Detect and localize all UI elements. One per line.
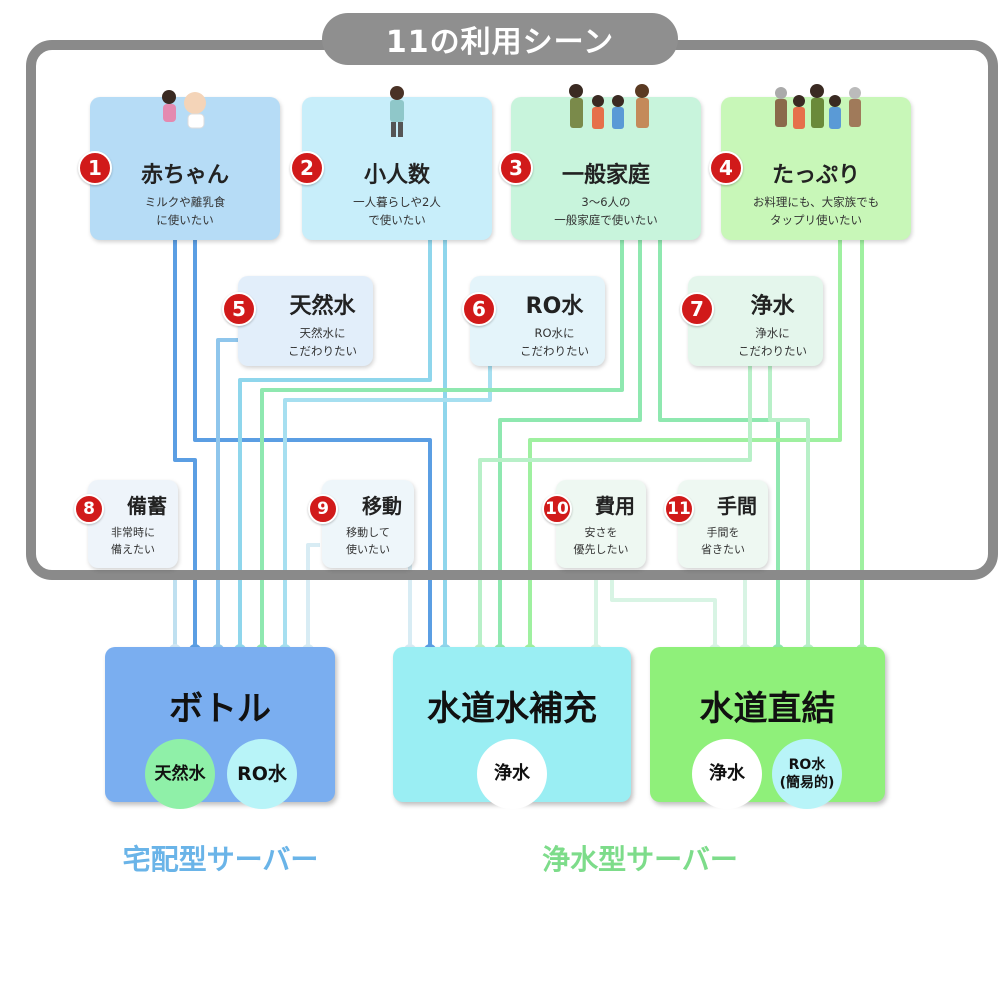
scene-card-family[interactable]: 3 一般家庭 3〜6人の一般家庭で使いたい <box>499 84 701 240</box>
scene-description: RO水にこだわりたい <box>520 326 589 358</box>
server-name: ボトル <box>169 689 271 729</box>
scene-description: ミルクや離乳食に使いたい <box>144 195 226 227</box>
scene-title: RO水 <box>525 294 584 319</box>
purifier-server-label: 浄水型サーバー <box>542 843 738 876</box>
scene-number-badge: 1 <box>78 151 112 185</box>
scene-title: 費用 <box>595 494 635 518</box>
ro-water-simple-badge: RO水 (簡易的) <box>772 739 842 809</box>
scene-number-badge: 11 <box>664 494 694 524</box>
natural-water-badge: 天然水 <box>145 739 215 809</box>
scene-title: 赤ちゃん <box>140 163 229 188</box>
scene-description: 移動して使いたい <box>346 526 390 556</box>
scene-title: たっぷり <box>771 163 860 188</box>
scene-number-badge: 7 <box>680 292 714 326</box>
family-illustration-icon <box>569 84 649 129</box>
scene-title: 手間 <box>717 494 757 518</box>
scene-card-cost[interactable]: 10 費用 安さを優先したい <box>542 480 646 568</box>
scene-title: 小人数 <box>363 163 430 188</box>
scene-description: 安さを優先したい <box>573 526 629 556</box>
scene-number-badge: 2 <box>290 151 324 185</box>
delivery-server-label: 宅配型サーバー <box>122 843 319 876</box>
scene-number-badge: 9 <box>308 494 338 524</box>
scene-number-badge: 5 <box>222 292 256 326</box>
scene-card-purified-water[interactable]: 7 浄水 浄水にこだわりたい <box>680 276 823 366</box>
scene-number-badge: 8 <box>74 494 104 524</box>
scene-description: 浄水にこだわりたい <box>738 326 807 358</box>
scene-title: 移動 <box>362 494 402 518</box>
purified-water-badge: 浄水 <box>477 739 547 809</box>
mother-baby-illustration-icon <box>162 90 206 129</box>
large-family-illustration-icon <box>775 84 861 129</box>
scene-card-natural-water[interactable]: 5 天然水 天然水にこだわりたい <box>222 276 373 366</box>
scene-title: 天然水 <box>289 294 356 319</box>
ro-water-badge: RO水 <box>227 739 297 809</box>
page-title: 11の利用シーン <box>322 13 678 65</box>
scene-description: 手間を省きたい <box>701 526 745 556</box>
scene-card-effort[interactable]: 11 手間 手間を省きたい <box>664 480 768 568</box>
scene-card-portable[interactable]: 9 移動 移動して使いたい <box>308 480 414 568</box>
scene-card-ro-water[interactable]: 6 RO水 RO水にこだわりたい <box>462 276 605 366</box>
scene-card-stockpile[interactable]: 8 備蓄 非常時に備えたい <box>74 480 178 568</box>
scene-description: お料理にも、大家族でもタップリ使いたい <box>752 195 880 227</box>
purified-water-badge: 浄水 <box>692 739 762 809</box>
scene-card-plenty[interactable]: 4 たっぷり お料理にも、大家族でもタップリ使いたい <box>709 84 911 240</box>
direct-connect-server[interactable]: 水道直結 浄水 RO水 (簡易的) <box>650 647 885 809</box>
scene-title: 一般家庭 <box>561 163 650 188</box>
bottle-server[interactable]: ボトル 天然水 RO水 <box>105 647 335 809</box>
scene-card-baby[interactable]: 1 赤ちゃん ミルクや離乳食に使いたい <box>78 90 280 240</box>
scene-number-badge: 10 <box>542 494 572 524</box>
scene-description: 一人暮らしや2人で使いたい <box>353 195 441 227</box>
person-illustration-icon <box>390 86 404 137</box>
scene-number-badge: 6 <box>462 292 496 326</box>
scene-description: 3〜6人の一般家庭で使いたい <box>554 195 658 227</box>
server-name: 水道直結 <box>699 689 836 729</box>
scene-description: 非常時に備えたい <box>111 526 155 556</box>
scene-card-few-people[interactable]: 2 小人数 一人暮らしや2人で使いたい <box>290 86 492 240</box>
scene-description: 天然水にこだわりたい <box>288 326 357 358</box>
scene-title: 備蓄 <box>127 494 167 518</box>
tap-refill-server[interactable]: 水道水補充 浄水 <box>393 647 631 809</box>
server-name: 水道水補充 <box>427 689 597 729</box>
scene-number-badge: 3 <box>499 151 533 185</box>
scene-title: 浄水 <box>750 294 795 319</box>
scene-number-badge: 4 <box>709 151 743 185</box>
